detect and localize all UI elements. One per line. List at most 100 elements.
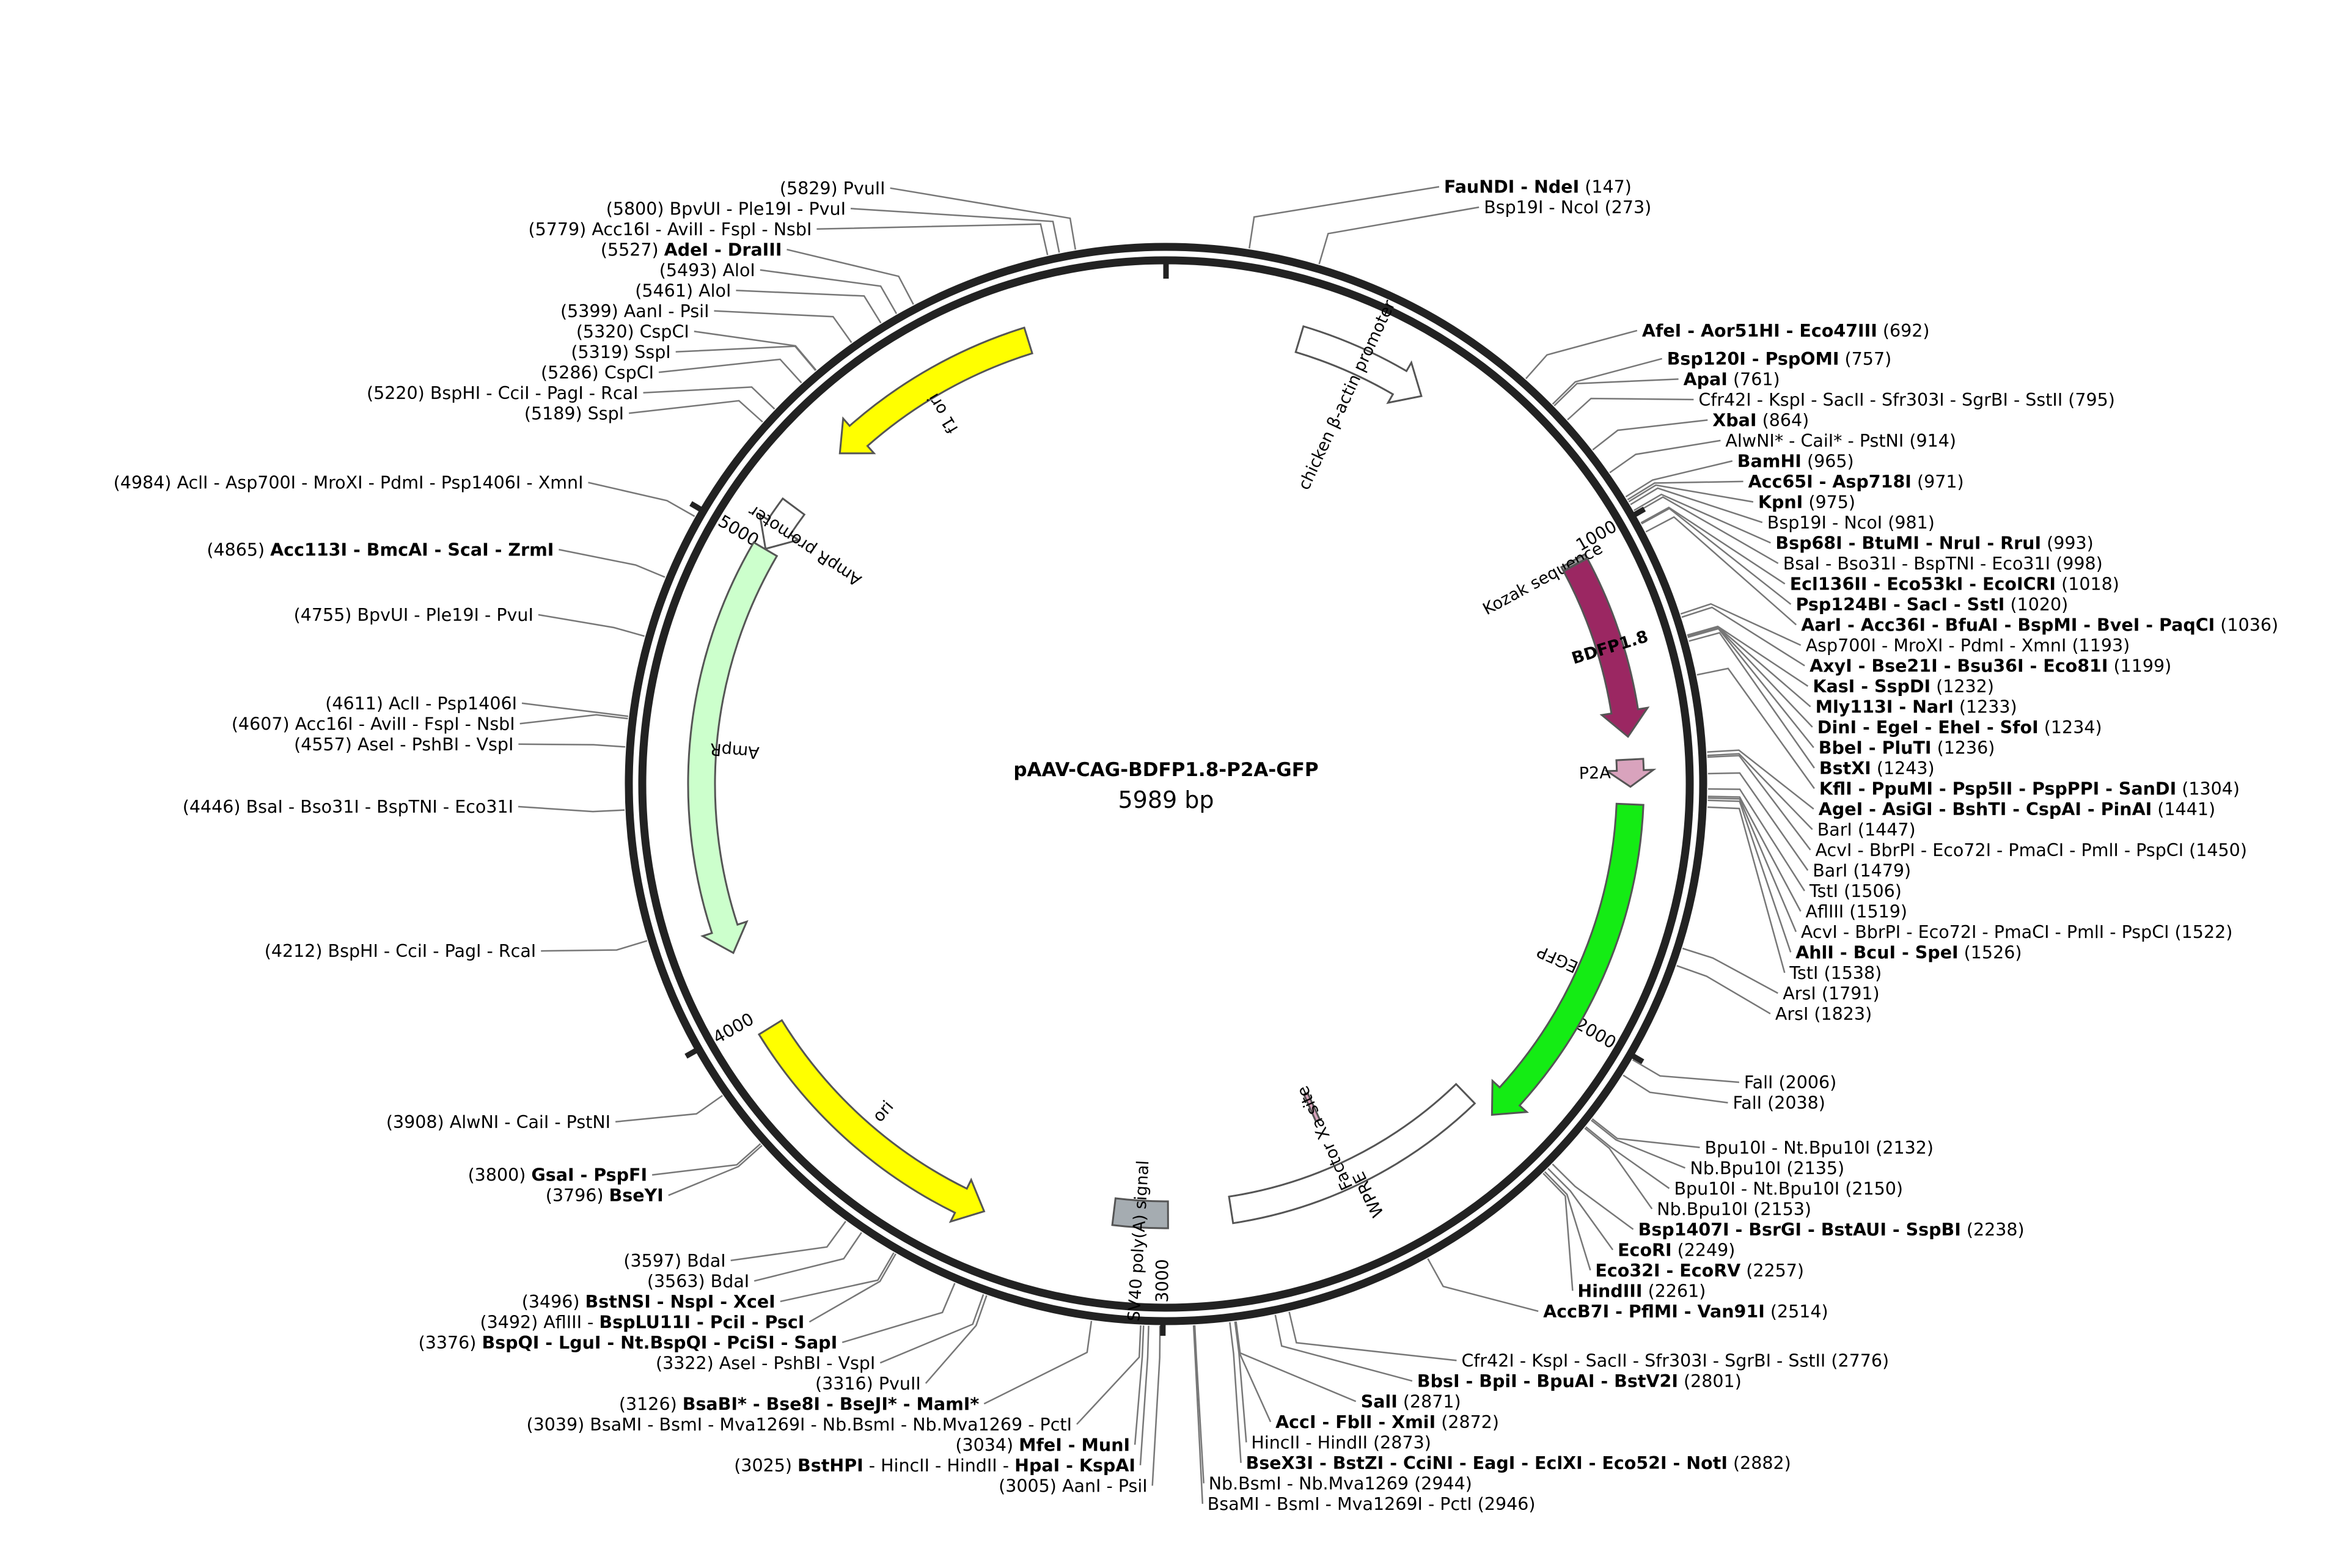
site-label[interactable]: Cfr42I - KspI - SacII - Sfr303I - SgrBI …: [1462, 1350, 1890, 1371]
site-label[interactable]: ApaI (761): [1684, 369, 1780, 389]
feature-sv40-poly-a-signal[interactable]: [1111, 1197, 1169, 1229]
site-label[interactable]: (5399) AanI - PsiI: [560, 301, 710, 321]
site-label[interactable]: Acc65I - Asp718I (971): [1748, 472, 1964, 492]
site-label[interactable]: AcvI - BbrPI - Eco72I - PmaCI - PmlI - P…: [1816, 840, 2247, 860]
feature-ori[interactable]: [757, 1019, 986, 1223]
site-label[interactable]: TstI (1538): [1789, 963, 1882, 983]
site-label[interactable]: (4755) BpvUI - Ple19I - PvuI: [294, 605, 534, 625]
site-label[interactable]: EcoRI (2249): [1618, 1240, 1735, 1260]
site-label[interactable]: KasI - SspDI (1232): [1813, 676, 1994, 697]
site-label[interactable]: BseX3I - BstZI - CciNI - EagI - EclXI - …: [1246, 1453, 1791, 1473]
site-label[interactable]: FauNDI - NdeI (147): [1444, 177, 1632, 197]
site-label[interactable]: TstI (1506): [1809, 881, 1902, 901]
site-label[interactable]: (5189) SspI: [524, 403, 624, 423]
site-label[interactable]: Bpu10I - Nt.Bpu10I (2132): [1705, 1138, 1934, 1158]
site-label[interactable]: XbaI (864): [1712, 410, 1809, 430]
site-label[interactable]: Bsp120I - PspOMI (757): [1667, 349, 1892, 369]
site-label[interactable]: Bpu10I - Nt.Bpu10I (2150): [1674, 1179, 1904, 1199]
site-label[interactable]: AlwNI* - CaiI* - PstNI (914): [1725, 431, 1956, 451]
site-label[interactable]: AarI - Acc36I - BfuAI - BspMI - BveI - P…: [1801, 615, 2278, 635]
site-label[interactable]: (5829) PvuII: [780, 178, 886, 199]
site-label[interactable]: (4865) Acc113I - BmcAI - ScaI - ZrmI: [207, 540, 554, 560]
site-label[interactable]: FalI (2038): [1733, 1093, 1825, 1113]
site-label[interactable]: (5493) AloI: [659, 260, 755, 280]
site-label[interactable]: BarI (1447): [1817, 819, 1916, 840]
site-label[interactable]: Asp700I - MroXI - PdmI - XmnI (1193): [1806, 636, 2130, 656]
site-label[interactable]: Bsp1407I - BsrGI - BstAUI - SspBI (2238): [1638, 1220, 2025, 1240]
site-label[interactable]: HincII - HindII (2873): [1251, 1432, 1431, 1453]
site-label[interactable]: (3597) BdaI: [623, 1251, 725, 1271]
site-label[interactable]: SalI (2871): [1361, 1391, 1461, 1412]
site-label[interactable]: BbsI - BpiI - BpuAI - BstV2I (2801): [1417, 1371, 1742, 1391]
site-label[interactable]: (3796) BseYI: [546, 1185, 664, 1206]
site-label[interactable]: (5319) SspI: [571, 342, 670, 362]
site-label[interactable]: AccI - FblI - XmiI (2872): [1275, 1412, 1499, 1432]
site-label[interactable]: Bsp19I - NcoI (981): [1767, 513, 1935, 533]
site-label[interactable]: (3126) BsaBI* - Bse8I - BseJI* - MamI*: [619, 1394, 979, 1414]
site-label[interactable]: AccB7I - PflMI - Van91I (2514): [1543, 1302, 1828, 1322]
site-label[interactable]: Mly113I - NarI (1233): [1816, 697, 2017, 717]
site-label[interactable]: AgeI - AsiGI - BshTI - CspAI - PinAI (14…: [1819, 799, 2215, 819]
site-label[interactable]: Psp124BI - SacI - SstI (1020): [1796, 595, 2069, 615]
site-label[interactable]: BarI (1479): [1813, 860, 1911, 881]
site-label[interactable]: Ecl136II - Eco53kI - EcoICRI (1018): [1790, 574, 2119, 594]
feature-ampr-promoter[interactable]: [758, 497, 806, 550]
site-label[interactable]: (3908) AlwNI - CaiI - PstNI: [386, 1112, 610, 1132]
feature-f1-ori[interactable]: [838, 326, 1033, 455]
site-label[interactable]: (3005) AanI - PsiI: [999, 1476, 1148, 1496]
site-label[interactable]: AxyI - Bse21I - Bsu36I - Eco81I (1199): [1810, 656, 2171, 676]
site-label[interactable]: (5800) BpvUI - Ple19I - PvuI: [606, 199, 846, 219]
site-label[interactable]: DinI - EgeI - EheI - SfoI (1234): [1817, 717, 2102, 738]
site-label[interactable]: Bsp19I - NcoI (273): [1484, 197, 1651, 218]
site-label[interactable]: (5461) AloI: [635, 280, 731, 301]
feature-egfp[interactable]: [1491, 802, 1645, 1116]
site-label[interactable]: Cfr42I - KspI - SacII - Sfr303I - SgrBI …: [1698, 390, 2115, 410]
site-label[interactable]: (3800) GsaI - PspFI: [468, 1165, 648, 1185]
feature-factor-xa-site[interactable]: [1302, 1091, 1321, 1123]
site-label[interactable]: AhlI - BcuI - SpeI (1526): [1795, 942, 2022, 962]
site-label[interactable]: (3025) BstHPI - HincII - HindII - HpaI -…: [734, 1456, 1135, 1476]
feature-chicken-actin-promoter[interactable]: [1294, 325, 1423, 405]
site-label[interactable]: ArsI (1823): [1775, 1004, 1872, 1024]
site-label[interactable]: (3322) AseI - PshBI - VspI: [656, 1353, 875, 1373]
site-label[interactable]: Bsp68I - BtuMI - NruI - RruI (993): [1775, 533, 2093, 553]
site-label[interactable]: BamHI (965): [1737, 451, 1854, 471]
site-label[interactable]: Nb.Bpu10I (2135): [1690, 1158, 1845, 1178]
site-label[interactable]: (3039) BsaMI - BsmI - Mva1269I - Nb.BsmI…: [526, 1415, 1072, 1435]
site-label[interactable]: (4446) BsaI - Bso31I - BspTNI - Eco31I: [183, 797, 513, 817]
feature-bdfp1-8[interactable]: [1562, 557, 1650, 738]
site-label[interactable]: (3563) BdaI: [647, 1271, 749, 1291]
feature-wpre[interactable]: [1228, 1082, 1476, 1225]
site-label[interactable]: (5527) AdeI - DraIII: [601, 240, 782, 260]
site-label[interactable]: ArsI (1791): [1783, 983, 1879, 1003]
site-label[interactable]: AfeI - Aor51HI - Eco47III (692): [1642, 321, 1930, 341]
site-label[interactable]: BsaI - Bso31I - BspTNI - Eco31I (998): [1783, 554, 2103, 574]
site-label[interactable]: HindIII (2261): [1577, 1281, 1706, 1301]
site-label[interactable]: (5286) CspCI: [541, 362, 654, 383]
site-label[interactable]: KflI - PpuMI - Psp5II - PspPPI - SanDI (…: [1819, 779, 2240, 799]
feature-ampr[interactable]: [687, 541, 779, 954]
site-label[interactable]: (3316) PvuII: [815, 1374, 921, 1394]
site-label[interactable]: (4557) AseI - PshBI - VspI: [294, 735, 513, 755]
site-label[interactable]: (3496) BstNSI - NspI - XceI: [522, 1292, 776, 1312]
site-label[interactable]: Nb.BsmI - Nb.Mva1269 (2944): [1209, 1473, 1472, 1493]
site-label[interactable]: AflIII (1519): [1806, 901, 1908, 921]
feature-p2a[interactable]: [1604, 758, 1657, 788]
site-label[interactable]: (5220) BspHI - CciI - PagI - RcaI: [367, 383, 638, 403]
site-label[interactable]: Nb.Bpu10I (2153): [1657, 1199, 1811, 1219]
site-label[interactable]: (3376) BspQI - LguI - Nt.BspQI - PciSI -…: [419, 1333, 838, 1353]
site-label[interactable]: BbeI - PluTI (1236): [1819, 738, 1995, 758]
site-label[interactable]: BsaMI - BsmI - Mva1269I - PctI (2946): [1208, 1494, 1536, 1514]
site-label[interactable]: BstXI (1243): [1819, 758, 1935, 779]
site-label[interactable]: (3492) AflIII - BspLU11I - PciI - PscI: [480, 1312, 804, 1332]
site-label[interactable]: KpnI (975): [1758, 492, 1855, 512]
site-label[interactable]: (5320) CspCI: [576, 321, 689, 342]
site-label[interactable]: (3034) MfeI - MunI: [955, 1435, 1130, 1455]
site-label[interactable]: (4611) AclI - Psp1406I: [325, 694, 517, 714]
site-label[interactable]: FalI (2006): [1744, 1072, 1836, 1093]
site-label[interactable]: (4212) BspHI - CciI - PagI - RcaI: [265, 941, 536, 961]
site-label[interactable]: (4984) AclI - Asp700I - MroXI - PdmI - P…: [114, 473, 584, 493]
site-label[interactable]: (4607) Acc16I - AviII - FspI - NsbI: [232, 714, 515, 734]
site-label[interactable]: AcvI - BbrPI - Eco72I - PmaCI - PmlI - P…: [1801, 922, 2232, 942]
site-label[interactable]: Eco32I - EcoRV (2257): [1595, 1261, 1804, 1281]
